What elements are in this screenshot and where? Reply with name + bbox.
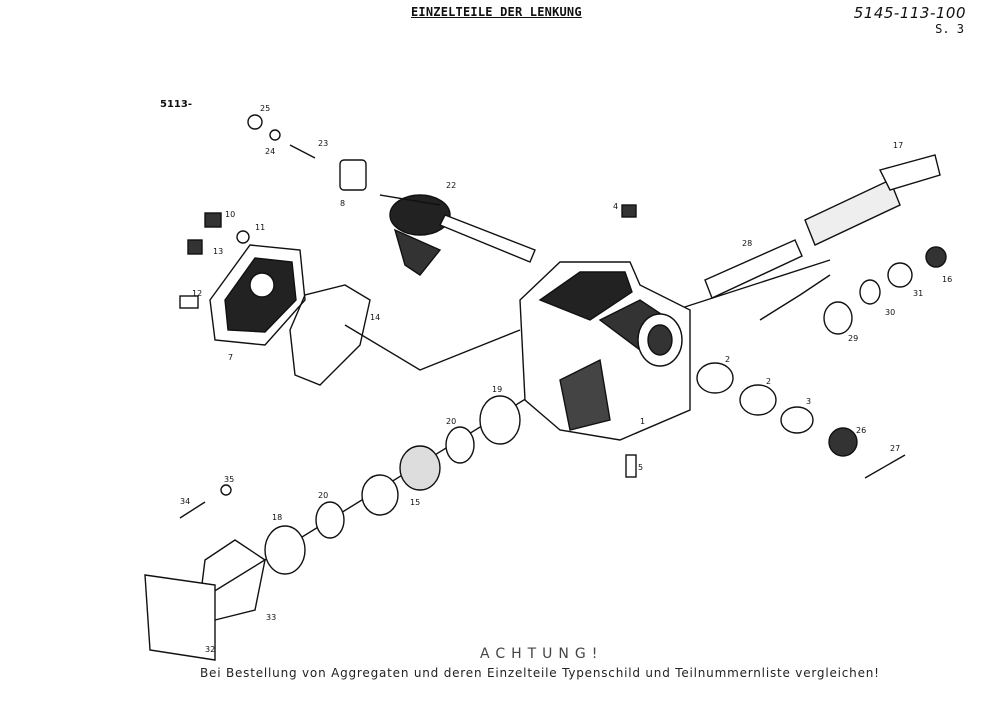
callout-26: 26 [856, 426, 866, 435]
callout-33: 33 [266, 613, 276, 622]
callout-29: 29 [848, 334, 858, 343]
callout-13: 13 [213, 247, 223, 256]
worm-bearings [264, 395, 521, 575]
callout-8: 8 [340, 199, 345, 208]
sheet-title: EINZELTEILE DER LENKUNG [411, 5, 582, 19]
callout-16: 16 [942, 275, 952, 284]
callout-32: 32 [205, 645, 215, 654]
callout-19: 19 [492, 385, 502, 394]
callout-18: 18 [272, 513, 282, 522]
steering-worm-shaft [379, 194, 536, 276]
warning-heading: ACHTUNG! [480, 646, 604, 662]
callout-2a: 2 [725, 355, 730, 364]
callout-11: 11 [255, 223, 265, 232]
callout-10: 10 [225, 210, 235, 219]
side-cover [209, 244, 306, 346]
sector-shaft-axis [659, 259, 831, 316]
callout-3: 3 [806, 397, 811, 406]
callout-14: 14 [370, 313, 380, 322]
gasket [289, 284, 371, 386]
warning-text: Bei Bestellung von Aggregaten und deren … [200, 666, 880, 680]
bottom-cover-plate [144, 574, 216, 661]
callout-22: 22 [446, 181, 456, 190]
callout-31: 31 [913, 289, 923, 298]
callout-20a: 20 [446, 417, 456, 426]
callout-34: 34 [180, 497, 190, 506]
sector-shaft [704, 154, 941, 299]
callout-1: 1 [640, 417, 645, 426]
assembly-arrow-right [759, 274, 831, 321]
callout-15: 15 [410, 498, 420, 507]
document-number: 5145-113-100 [853, 4, 966, 22]
callout-2b: 2 [766, 377, 771, 386]
callout-23: 23 [318, 139, 328, 148]
callout-labels: 1 2 2 3 4 5 7 8 10 11 12 13 14 15 16 17 … [180, 104, 952, 654]
callout-20b: 20 [318, 491, 328, 500]
callout-27: 27 [890, 444, 900, 453]
callout-7: 7 [228, 353, 233, 362]
callout-35: 35 [224, 475, 234, 484]
callout-30: 30 [885, 308, 895, 317]
bearings-right [696, 362, 858, 457]
callout-25: 25 [260, 104, 270, 113]
callout-4: 4 [613, 202, 618, 211]
callout-12: 12 [192, 289, 202, 298]
group-number: 5113- [160, 99, 192, 110]
small-hardware [179, 114, 947, 519]
steering-housing [519, 261, 691, 441]
callout-28: 28 [742, 239, 752, 248]
callout-24: 24 [265, 147, 275, 156]
callout-17: 17 [893, 141, 903, 150]
callout-5: 5 [638, 463, 643, 472]
page-number: S. 3 [935, 22, 964, 36]
assembly-arrow [344, 324, 521, 371]
